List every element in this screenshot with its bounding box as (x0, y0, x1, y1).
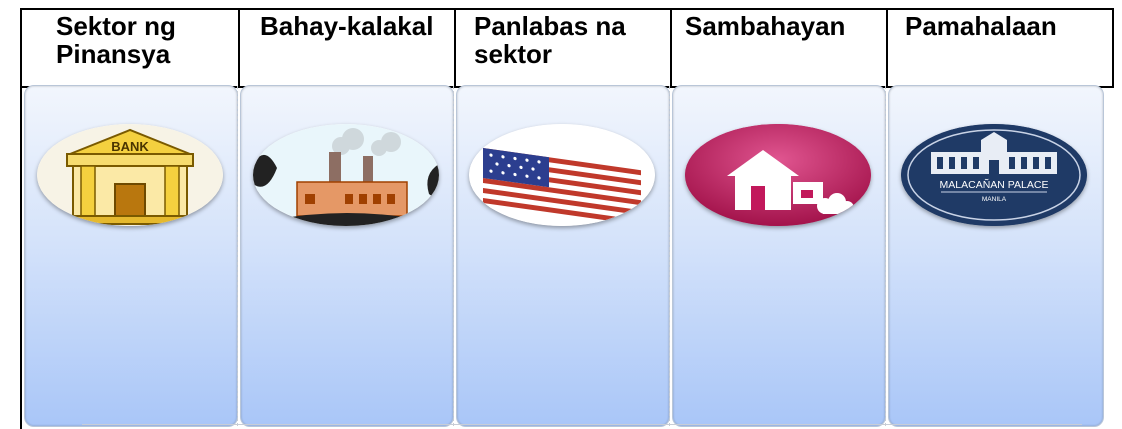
svg-text:MALACAÑAN PALACE: MALACAÑAN PALACE (940, 178, 1049, 191)
bottom-rule (82, 424, 1082, 425)
bank-icon: BANK (37, 124, 223, 226)
house-icon (685, 124, 871, 226)
us-flag-icon (469, 124, 655, 226)
table-top-border (20, 8, 1114, 10)
header-pamahalaan: Pamahalaan (905, 11, 1057, 41)
column-divider (886, 8, 888, 88)
svg-text:MANILA: MANILA (982, 196, 1007, 203)
panel-sambahayan (672, 85, 886, 427)
factory-icon (253, 124, 439, 226)
sector-table: Sektor ng Pinansya Bahay-kalakal Panlaba… (20, 8, 1114, 429)
panel-pamahalaan: MALACAÑAN PALACE MANILA (888, 85, 1104, 427)
malacanan-palace-logo: MALACAÑAN PALACE MANILA (901, 124, 1087, 226)
table-right-border (1112, 8, 1114, 88)
column-divider (670, 8, 672, 88)
panel-bahay-kalakal (240, 85, 454, 427)
column-divider (454, 8, 456, 88)
header-sambahayan: Sambahayan (685, 11, 846, 41)
header-sektor-ng-pinansya: Sektor ng Pinansya (56, 11, 176, 69)
svg-text:BANK: BANK (111, 139, 149, 154)
table-left-border (20, 8, 22, 429)
header-panlabas-na-sektor: Panlabas na sektor (474, 11, 626, 69)
header-bahay-kalakal: Bahay-kalakal (260, 11, 434, 41)
panel-sektor-ng-pinansya: BANK (24, 85, 238, 427)
panel-panlabas-na-sektor (456, 85, 670, 427)
column-divider (238, 8, 240, 88)
